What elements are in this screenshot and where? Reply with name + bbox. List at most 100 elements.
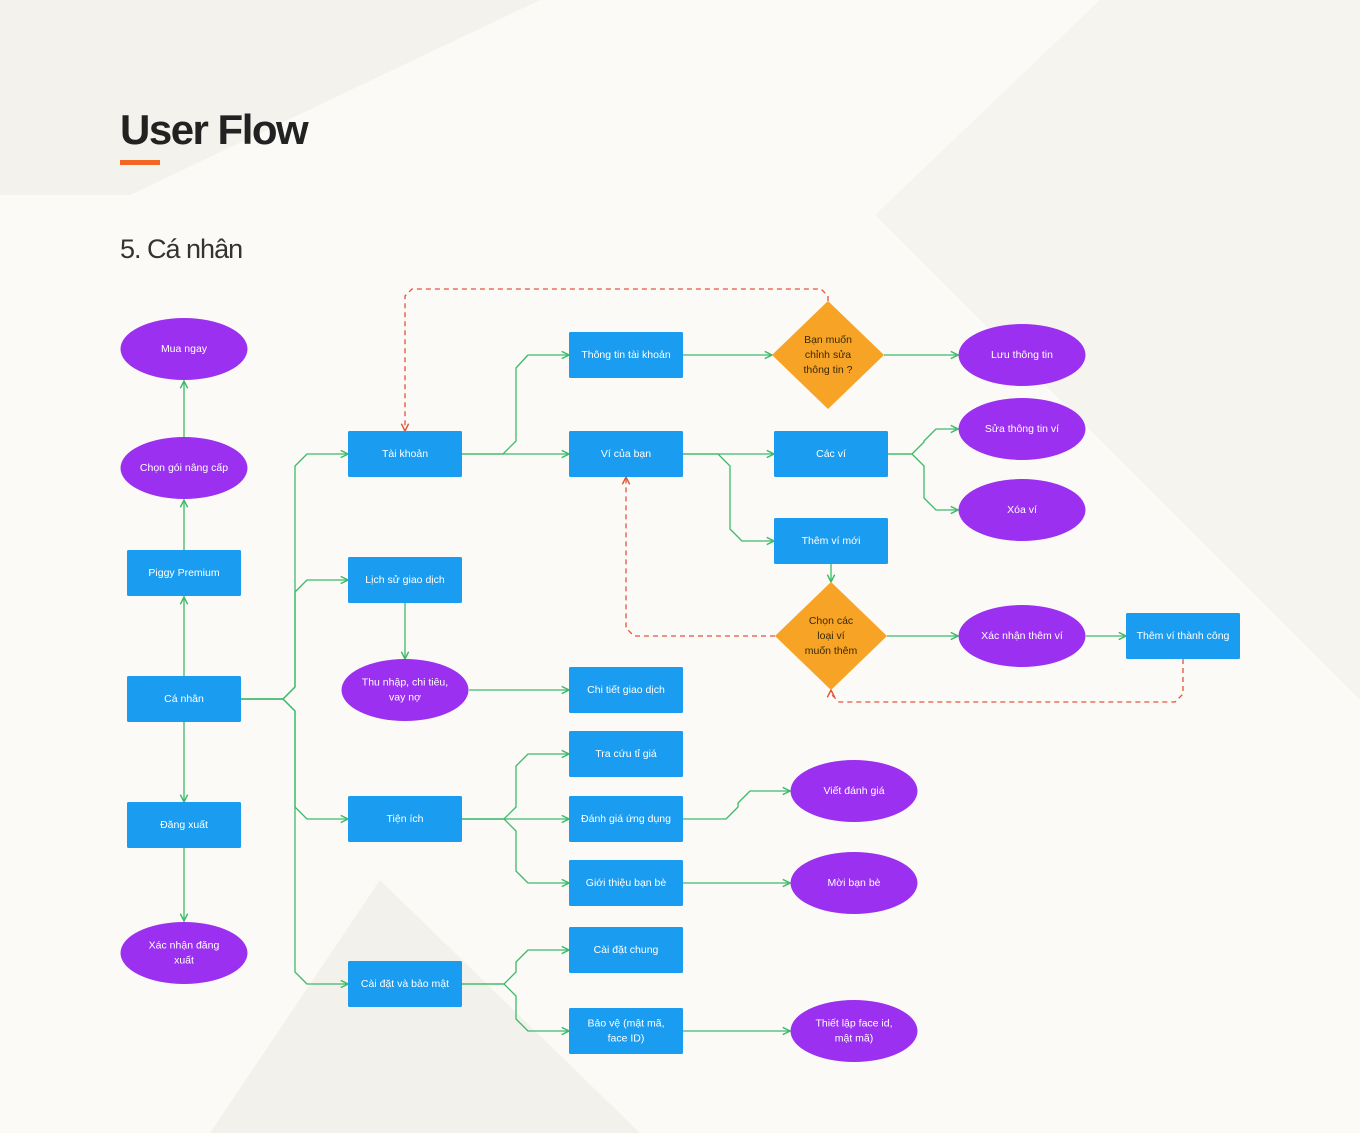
node-chon-loai-vi-label: loại ví <box>817 630 845 642</box>
node-ca-nhan-shape <box>127 676 241 722</box>
node-thiet-lap-face: Thiết lập face id, mật mã) <box>790 1000 918 1062</box>
node-ban-muon-sua-shape <box>772 301 884 409</box>
node-thu-nhap: Thu nhập, chi tiêu,vay nợ <box>341 659 469 721</box>
node-cac-vi: Các ví <box>774 431 888 477</box>
node-ca-nhan-label: Cá nhân <box>164 693 204 705</box>
node-thong-tin-tk-shape <box>569 332 683 378</box>
node-xoa-vi: Xóa ví <box>958 479 1086 541</box>
node-tai-khoan-label: Tài khoản <box>382 448 428 460</box>
node-vi-cua-ban-label: Ví của bạn <box>601 448 651 460</box>
node-vi-cua-ban-shape <box>569 431 683 477</box>
node-xoa-vi-label: Xóa ví <box>1007 504 1037 516</box>
node-danh-gia-shape <box>569 796 683 842</box>
node-cai-dat-chung: Cài đặt chung <box>569 927 683 973</box>
node-thong-tin-tk-label: Thông tin tài khoản <box>581 349 670 361</box>
node-thu-nhap-shape <box>341 659 469 721</box>
node-xac-nhan-dang-xuat-label: xuất <box>174 955 194 967</box>
node-xac-nhan-dang-xuat-shape <box>120 922 248 984</box>
node-lich-su-shape <box>348 557 462 603</box>
node-ban-muon-sua-label: chỉnh sửa <box>805 349 851 361</box>
node-lich-su-label: Lịch sử giao dịch <box>365 574 445 586</box>
node-chi-tiet-gd-label: Chi tiết giao dịch <box>587 684 665 696</box>
node-chon-loai-vi-label: muốn thêm <box>805 645 858 657</box>
node-luu-thong-tin: Lưu thông tin <box>958 324 1086 386</box>
node-tra-cuu-shape <box>569 731 683 777</box>
node-bao-ve-label: face ID) <box>608 1033 645 1045</box>
node-cai-dat-shape <box>348 961 462 1007</box>
node-chon-loai-vi: Chọn các loại ví muốn thêm <box>775 582 887 690</box>
node-tra-cuu-label: Tra cứu tỉ giá <box>595 748 657 760</box>
node-mua-ngay-shape <box>120 318 248 380</box>
node-ca-nhan: Cá nhân <box>127 676 241 722</box>
edge-them-vi-thanh-cong-to-chon-loai-vi <box>831 659 1184 703</box>
page-title: User Flow <box>120 106 309 153</box>
node-gioi-thieu-shape <box>569 860 683 906</box>
node-danh-gia: Đánh giá ứng dụng <box>569 796 683 842</box>
node-ban-muon-sua-label: thông tin ? <box>803 364 852 376</box>
node-dang-xuat: Đăng xuất <box>127 802 241 848</box>
edge-cai-dat-to-bao-ve <box>462 983 569 1031</box>
node-viet-danh-gia-shape <box>790 760 918 822</box>
node-danh-gia-label: Đánh giá ứng dụng <box>581 813 671 825</box>
node-chon-loai-vi-label: Chọn các <box>809 615 853 627</box>
node-moi-ban-be-shape <box>790 852 918 914</box>
node-thiet-lap-face-label: Thiết lập face id, <box>815 1018 892 1030</box>
node-chon-goi: Chọn gói nâng cấp <box>120 437 248 499</box>
node-sua-thong-tin-vi: Sửa thông tin ví <box>958 398 1086 460</box>
edge-vi-cua-ban-to-them-vi-moi <box>683 453 774 541</box>
title-underline <box>120 160 160 165</box>
node-them-vi-thanh-cong: Thêm ví thành công <box>1126 613 1240 659</box>
node-moi-ban-be: Mời bạn bè <box>790 852 918 914</box>
node-tien-ich-shape <box>348 796 462 842</box>
node-piggy-premium-label: Piggy Premium <box>148 567 219 579</box>
node-dang-xuat-label: Đăng xuất <box>160 819 208 831</box>
node-viet-danh-gia-label: Viết đánh giá <box>823 785 884 797</box>
node-xac-nhan-dang-xuat-label: Xác nhận đăng <box>149 940 220 952</box>
node-thiet-lap-face-shape <box>790 1000 918 1062</box>
node-tai-khoan: Tài khoản <box>348 431 462 477</box>
node-cac-vi-label: Các ví <box>816 448 846 460</box>
edge-cac-vi-to-xoa-vi <box>888 453 958 510</box>
node-xoa-vi-shape <box>958 479 1086 541</box>
node-thong-tin-tk: Thông tin tài khoản <box>569 332 683 378</box>
node-chon-loai-vi-shape <box>775 582 887 690</box>
node-dang-xuat-shape <box>127 802 241 848</box>
node-thu-nhap-label: Thu nhập, chi tiêu, <box>362 677 448 689</box>
edge-chon-loai-vi-to-vi-cua-ban <box>626 477 775 637</box>
node-thiet-lap-face-label: mật mã) <box>835 1033 874 1045</box>
node-them-vi-thanh-cong-shape <box>1126 613 1240 659</box>
node-them-vi-moi-shape <box>774 518 888 564</box>
edge-tien-ich-to-gioi-thieu <box>462 818 569 883</box>
node-cac-vi-shape <box>774 431 888 477</box>
section-subtitle: 5. Cá nhân <box>120 234 243 264</box>
node-xac-nhan-them-vi: Xác nhận thêm ví <box>958 605 1086 667</box>
node-chi-tiet-gd: Chi tiết giao dịch <box>569 667 683 713</box>
edge-cai-dat-to-cai-dat-chung <box>462 950 569 985</box>
node-cai-dat-label: Cài đặt và bảo mật <box>361 978 449 990</box>
node-luu-thong-tin-shape <box>958 324 1086 386</box>
edge-tien-ich-to-tra-cuu <box>462 754 569 820</box>
node-them-vi-moi: Thêm ví mới <box>774 518 888 564</box>
node-vi-cua-ban: Ví của bạn <box>569 431 683 477</box>
node-tai-khoan-shape <box>348 431 462 477</box>
node-xac-nhan-dang-xuat: Xác nhận đăng xuất <box>120 922 248 984</box>
node-tra-cuu: Tra cứu tỉ giá <box>569 731 683 777</box>
node-gioi-thieu: Giới thiệu bạn bè <box>569 860 683 906</box>
node-them-vi-moi-label: Thêm ví mới <box>802 535 861 547</box>
node-bao-ve: Bảo vệ (mật mã,face ID) <box>569 1008 683 1054</box>
node-viet-danh-gia: Viết đánh giá <box>790 760 918 822</box>
node-sua-thong-tin-vi-label: Sửa thông tin ví <box>985 423 1059 435</box>
node-moi-ban-be-label: Mời bạn bè <box>828 877 881 889</box>
node-bao-ve-shape <box>569 1008 683 1054</box>
edge-ban-muon-sua-to-tai-khoan <box>405 288 829 431</box>
edge-ca-nhan-to-lich-su <box>241 580 348 700</box>
node-sua-thong-tin-vi-shape <box>958 398 1086 460</box>
node-tien-ich: Tiện ích <box>348 796 462 842</box>
node-luu-thong-tin-label: Lưu thông tin <box>991 349 1053 361</box>
edge-cac-vi-to-sua-thong-tin-vi <box>888 429 958 455</box>
node-cai-dat: Cài đặt và bảo mật <box>348 961 462 1007</box>
node-mua-ngay: Mua ngay <box>120 318 248 380</box>
node-chon-goi-label: Chọn gói nâng cấp <box>140 462 228 474</box>
node-xac-nhan-them-vi-label: Xác nhận thêm ví <box>981 630 1063 642</box>
